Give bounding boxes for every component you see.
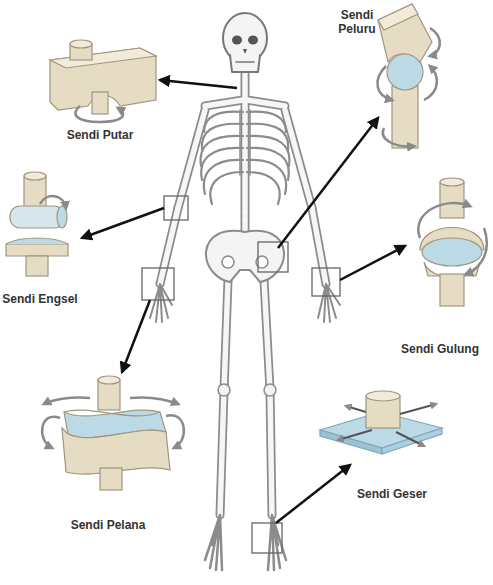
joint-label: Sendi Geser [342,487,442,501]
pelvis [206,231,284,282]
joint-label: Sendi Peluru [331,8,383,36]
ball-socket-joint [377,4,439,148]
knee [264,384,276,396]
pivot-joint [50,40,156,122]
bone-outline [160,70,326,515]
skull [223,13,267,72]
condyloid-joint [418,178,487,306]
knee [218,384,230,396]
ribs [201,110,290,204]
joint-label: Sendi Engsel [0,292,80,306]
skeleton [150,13,340,570]
gliding-joint [320,391,442,454]
bone-fill [160,70,326,515]
pelvis-hole [222,256,234,268]
joint-label: Sendi Putar [50,128,150,142]
joint-label: Sendi Gulung [390,342,490,356]
hinge-joint [6,172,68,276]
saddle-joint [42,376,184,490]
detail-box [142,196,340,553]
foot [205,515,286,570]
joint-label: Sendi Pelana [58,518,158,532]
